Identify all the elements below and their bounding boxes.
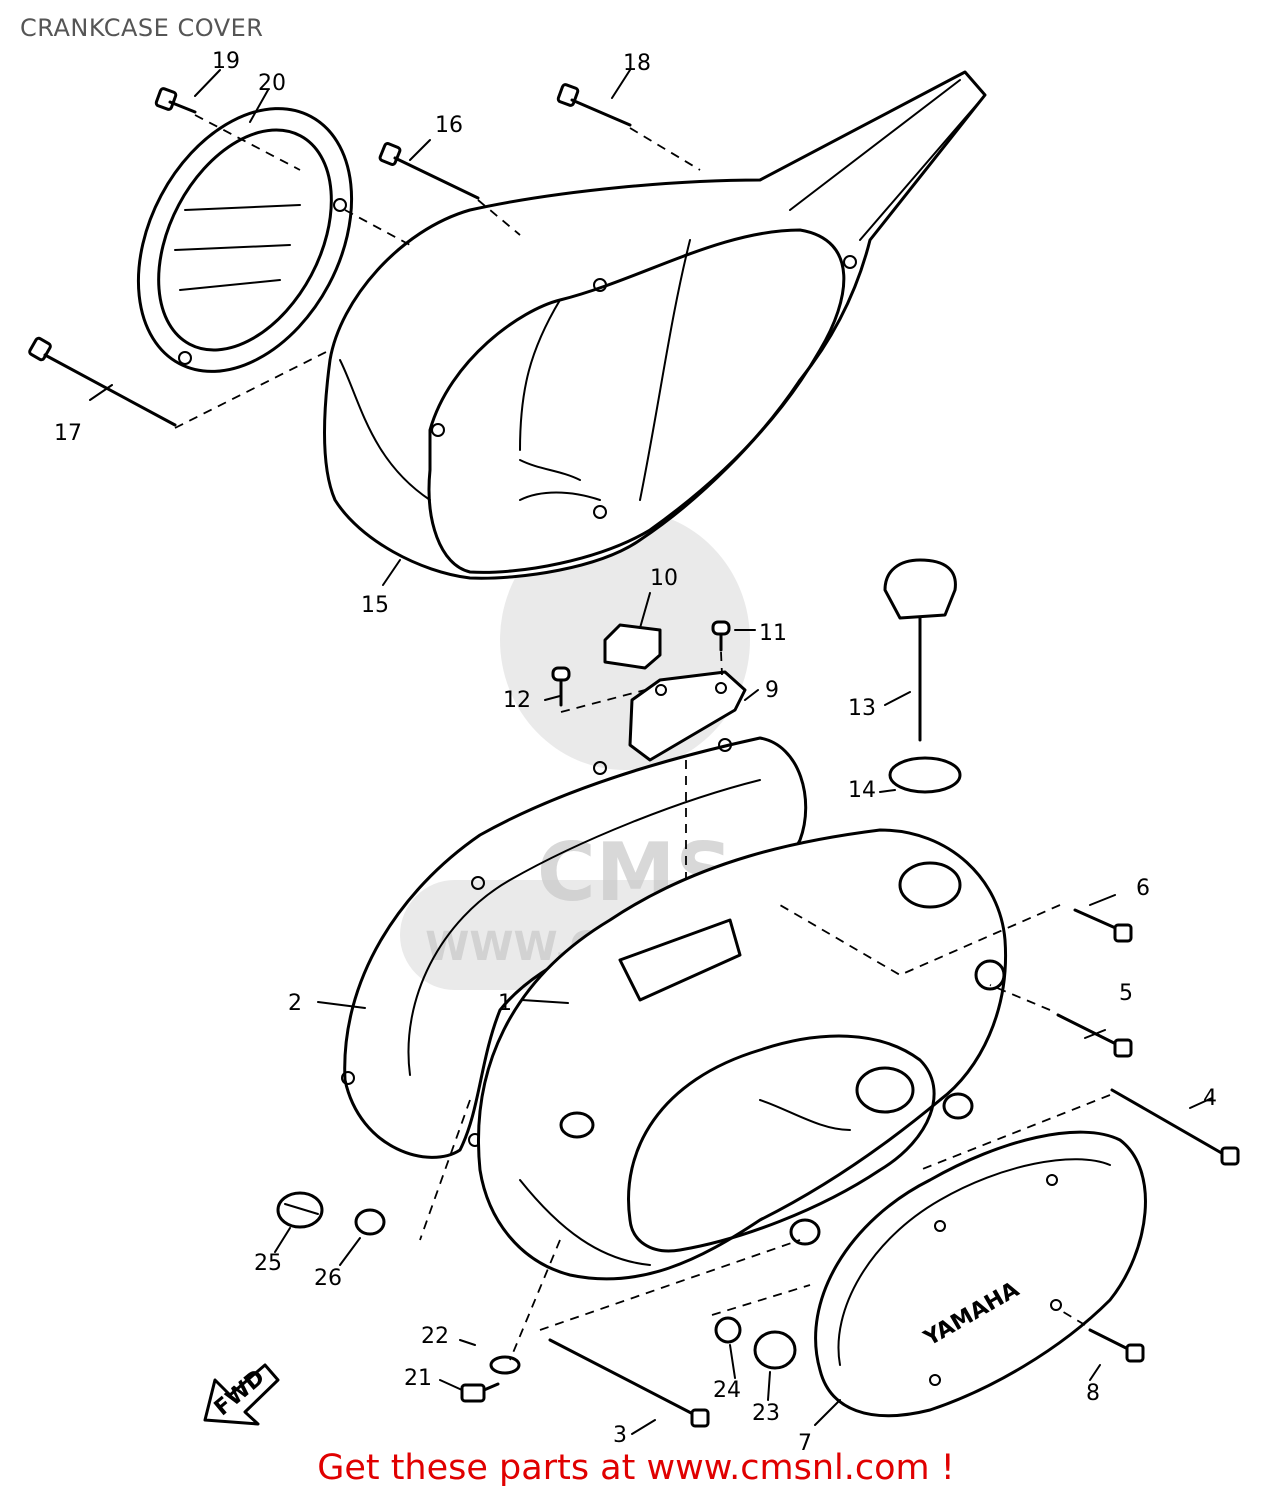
part-7-side-cover: YAMAHA bbox=[814, 1130, 1147, 1418]
callout-2: 2 bbox=[288, 991, 302, 1016]
callout-16: 16 bbox=[435, 113, 463, 138]
part-13-oil-cap bbox=[883, 558, 957, 742]
part-24-gasket bbox=[714, 1316, 742, 1344]
bolt-5 bbox=[1056, 1013, 1133, 1058]
callout-14: 14 bbox=[848, 778, 876, 803]
footer-cta-link[interactable]: Get these parts at www.cmsnl.com ! bbox=[317, 1448, 955, 1488]
callout-8: 8 bbox=[1086, 1381, 1100, 1406]
callout-15: 15 bbox=[361, 593, 389, 618]
callout-11: 11 bbox=[759, 621, 787, 646]
part-15-upper-cover bbox=[323, 70, 987, 580]
part-22-washer bbox=[489, 1355, 521, 1375]
bolt-4 bbox=[1110, 1088, 1240, 1166]
callout-21: 21 bbox=[404, 1366, 432, 1391]
bolt-18 bbox=[556, 83, 632, 127]
part-25-plug bbox=[276, 1191, 324, 1229]
bolt-16 bbox=[378, 142, 480, 200]
bolt-8 bbox=[1088, 1328, 1145, 1363]
callout-5: 5 bbox=[1119, 981, 1133, 1006]
callout-13: 13 bbox=[848, 696, 876, 721]
part-21-bolt bbox=[460, 1382, 500, 1403]
callout-4: 4 bbox=[1203, 1086, 1217, 1111]
callout-leaders bbox=[89, 69, 1213, 1435]
callout-10: 10 bbox=[650, 566, 678, 591]
callout-numbers: 1 2 3 4 5 6 7 8 9 10 11 12 13 14 15 16 1… bbox=[54, 49, 1217, 1456]
bolt-6 bbox=[1073, 908, 1133, 943]
callout-9: 9 bbox=[765, 678, 779, 703]
fwd-arrow-icon: FWD bbox=[203, 1363, 280, 1426]
part-26-washer bbox=[354, 1208, 386, 1236]
part-1-crankcase-cover bbox=[477, 828, 1008, 1281]
callout-23: 23 bbox=[752, 1401, 780, 1426]
leader-lines-lower bbox=[419, 904, 1111, 1361]
part-23-plug bbox=[753, 1330, 797, 1370]
callout-24: 24 bbox=[713, 1378, 741, 1403]
bolt-3 bbox=[548, 1338, 710, 1428]
callout-12: 12 bbox=[503, 688, 531, 713]
callout-19: 19 bbox=[212, 49, 240, 74]
screw-11 bbox=[711, 620, 731, 652]
bolt-17 bbox=[28, 336, 177, 427]
diagram-title: CRANKCASE COVER bbox=[20, 14, 264, 42]
leader-lines-upper bbox=[174, 114, 701, 429]
callout-3: 3 bbox=[613, 1423, 627, 1448]
callout-22: 22 bbox=[421, 1324, 449, 1349]
callout-20: 20 bbox=[258, 71, 286, 96]
callout-18: 18 bbox=[623, 51, 651, 76]
part-9-cap bbox=[628, 670, 747, 762]
callout-1: 1 bbox=[498, 991, 512, 1016]
callout-25: 25 bbox=[254, 1251, 282, 1276]
callout-26: 26 bbox=[314, 1266, 342, 1291]
part-10-block bbox=[603, 623, 662, 670]
bolt-19 bbox=[154, 87, 197, 114]
screw-12 bbox=[551, 666, 571, 707]
callout-6: 6 bbox=[1136, 876, 1150, 901]
part-20-round-cover bbox=[136, 107, 354, 373]
callout-17: 17 bbox=[54, 421, 82, 446]
callout-7: 7 bbox=[798, 1431, 812, 1456]
part-14-o-ring bbox=[888, 756, 962, 794]
